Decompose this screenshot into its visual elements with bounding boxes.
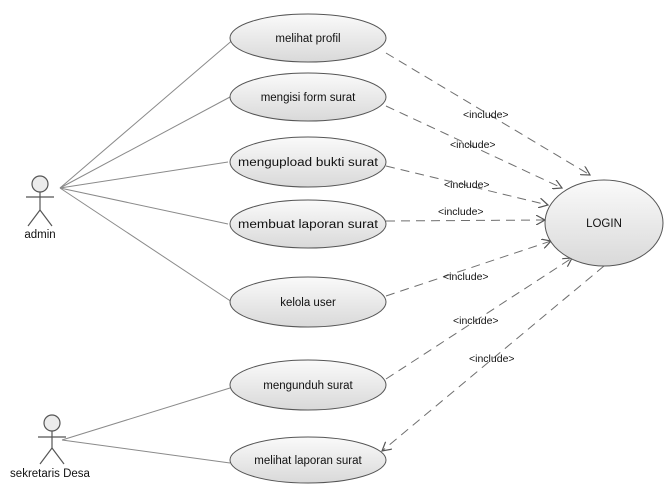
association-admin-mengupload-bukti-surat	[59, 161, 229, 189]
use-case-melihat-laporan-surat[interactable]: melihat laporan surat	[229, 436, 387, 484]
use-case-label-melihat-laporan-surat: melihat laporan surat	[254, 455, 362, 467]
use-case-label-membuat-laporan-surat: membuat laporan surat	[238, 219, 379, 231]
use-case-membuat-laporan-surat[interactable]: membuat laporan surat	[229, 199, 387, 249]
use-case-mengupload-bukti-surat[interactable]: mengupload bukti surat	[229, 136, 387, 188]
association-sekretaris-melihat-laporan-surat	[61, 439, 231, 464]
association-admin-melihat-profil	[59, 37, 236, 189]
use-cases: melihat profil mengisi form surat mengup…	[229, 13, 664, 484]
include-line-mengupload-bukti-surat	[385, 165, 548, 205]
use-case-mengisi-form-surat[interactable]: mengisi form surat	[229, 72, 387, 122]
include-label-melihat-laporan-surat: <include>	[469, 353, 515, 365]
use-case-login[interactable]: LOGIN	[544, 179, 664, 267]
use-case-label-login: LOGIN	[586, 218, 622, 230]
association-admin-membuat-laporan-surat	[59, 187, 229, 225]
actor-label-admin: admin	[24, 229, 55, 241]
stick-figure-icon	[38, 414, 66, 465]
use-case-label-melihat-profil: melihat profil	[275, 33, 340, 45]
include-label-melihat-profil: <include>	[463, 109, 509, 121]
include-line-mengisi-form-surat	[385, 105, 562, 188]
actor-sekretaris-desa[interactable]: sekretaris Desa	[10, 414, 91, 480]
include-label-kelola-user: <include>	[443, 271, 489, 283]
include-label-mengisi-form-surat: <include>	[450, 139, 496, 151]
association-sekretaris-mengunduh-surat	[61, 387, 231, 441]
use-case-label-mengisi-form-surat: mengisi form surat	[261, 92, 356, 104]
include-label-membuat-laporan-surat: <include>	[438, 206, 484, 218]
include-line-melihat-laporan-surat	[382, 265, 605, 451]
include-label-mengunduh-surat: <include>	[453, 315, 499, 327]
association-lines	[59, 37, 236, 464]
include-line-melihat-profil	[385, 52, 590, 175]
association-admin-kelola-user	[59, 187, 236, 305]
use-case-kelola-user[interactable]: kelola user	[229, 276, 387, 328]
actor-admin[interactable]: admin	[24, 175, 56, 241]
include-line-mengunduh-surat	[385, 258, 572, 380]
use-case-melihat-profil[interactable]: melihat profil	[229, 13, 387, 63]
actor-label-sekretaris-desa: sekretaris Desa	[10, 468, 90, 480]
use-case-label-mengunduh-surat: mengunduh surat	[263, 380, 353, 392]
include-label-mengupload-bukti-surat: <include>	[444, 179, 490, 191]
use-case-label-kelola-user: kelola user	[280, 297, 336, 309]
association-admin-mengisi-form-surat	[59, 96, 231, 189]
stick-figure-icon	[26, 175, 54, 227]
include-lines	[382, 52, 605, 451]
use-case-mengunduh-surat[interactable]: mengunduh surat	[229, 359, 387, 411]
include-line-membuat-laporan-surat	[385, 220, 545, 221]
include-labels: <include> <include> <include> <include> …	[438, 109, 515, 365]
use-case-label-mengupload-bukti-surat: mengupload bukti surat	[238, 157, 379, 169]
